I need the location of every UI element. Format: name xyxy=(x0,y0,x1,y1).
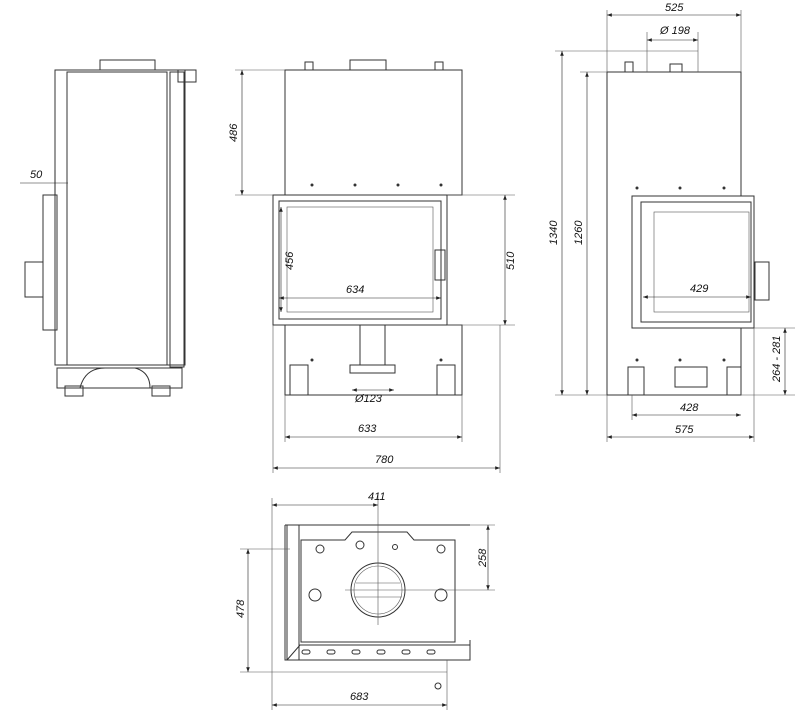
side-view: 50 xyxy=(20,59,197,397)
top-view: 411 258 478 683 xyxy=(235,491,495,710)
dim-1260-label: 1260 xyxy=(573,220,585,245)
dim-478-label: 478 xyxy=(235,599,247,618)
dim-780-label: 780 xyxy=(375,454,394,466)
dim-428-label: 428 xyxy=(680,402,699,414)
dim-123-label: Ø123 xyxy=(354,393,383,405)
dim-258-label: 258 xyxy=(477,548,489,568)
slots xyxy=(301,649,436,655)
dim-456-label: 456 xyxy=(284,251,296,270)
dim-510-label: 510 xyxy=(505,251,517,270)
dim-525-label: 525 xyxy=(665,2,684,14)
dim-429-label: 429 xyxy=(690,283,708,295)
dim-264-281-label: 264 - 281 xyxy=(771,336,783,383)
dim-575-label: 575 xyxy=(675,424,694,436)
dim-633-label: 633 xyxy=(358,423,377,435)
dim-50-label: 50 xyxy=(30,169,43,181)
dim-634-label: 634 xyxy=(346,284,364,296)
dim-683-label: 683 xyxy=(350,691,369,703)
right-view: 525 Ø 198 1340 1260 429 264 - 281 428 57… xyxy=(548,2,795,442)
dim-1340-label: 1340 xyxy=(548,220,560,245)
dim-198-label: Ø 198 xyxy=(659,25,691,37)
dim-486-label: 486 xyxy=(228,123,240,142)
front-view: 486 456 634 510 Ø123 633 780 xyxy=(228,59,517,473)
dim-411-label: 411 xyxy=(368,491,386,503)
